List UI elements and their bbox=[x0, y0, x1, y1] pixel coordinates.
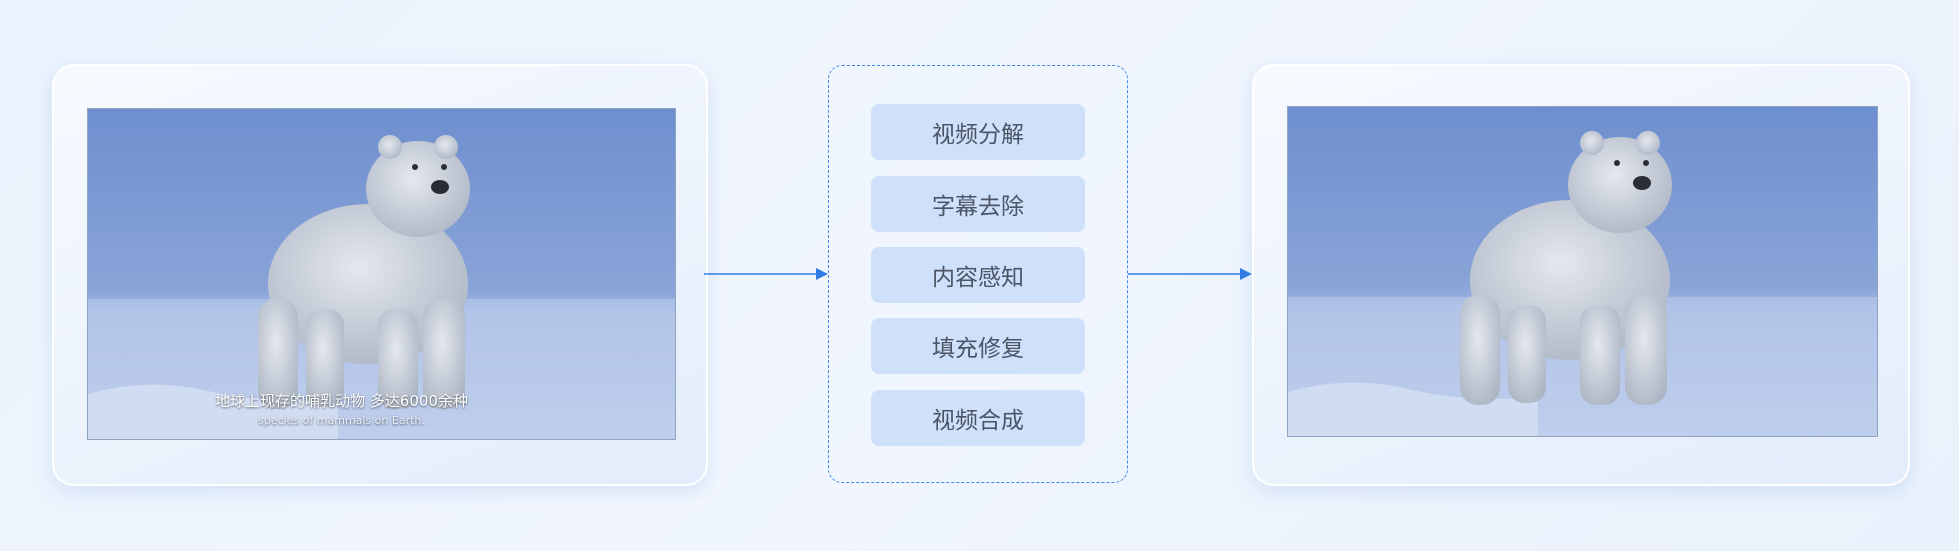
output-video-frame bbox=[1287, 106, 1878, 437]
subtitle-english: species of mammals on Earth. bbox=[258, 414, 425, 427]
step-video-decompose: 视频分解 bbox=[871, 104, 1085, 160]
step-fill-repair: 填充修复 bbox=[871, 318, 1085, 374]
subtitle-chinese: 地球上现存的哺乳动物 多达6000余种 bbox=[215, 392, 468, 410]
input-video-frame: 地球上现存的哺乳动物 多达6000余种 species of mammals o… bbox=[87, 108, 676, 440]
step-video-compose: 视频合成 bbox=[871, 390, 1085, 446]
input-video-card: 地球上现存的哺乳动物 多达6000余种 species of mammals o… bbox=[52, 64, 708, 486]
processing-steps-box: 视频分解 字幕去除 内容感知 填充修复 视频合成 bbox=[828, 65, 1128, 483]
polar-bear-image bbox=[88, 109, 675, 439]
polar-bear-image bbox=[1288, 107, 1877, 436]
arrow-to-output bbox=[1128, 268, 1252, 280]
step-content-aware: 内容感知 bbox=[871, 247, 1085, 303]
step-subtitle-removal: 字幕去除 bbox=[871, 176, 1085, 232]
arrow-to-process bbox=[704, 268, 828, 280]
output-video-card bbox=[1252, 64, 1910, 486]
